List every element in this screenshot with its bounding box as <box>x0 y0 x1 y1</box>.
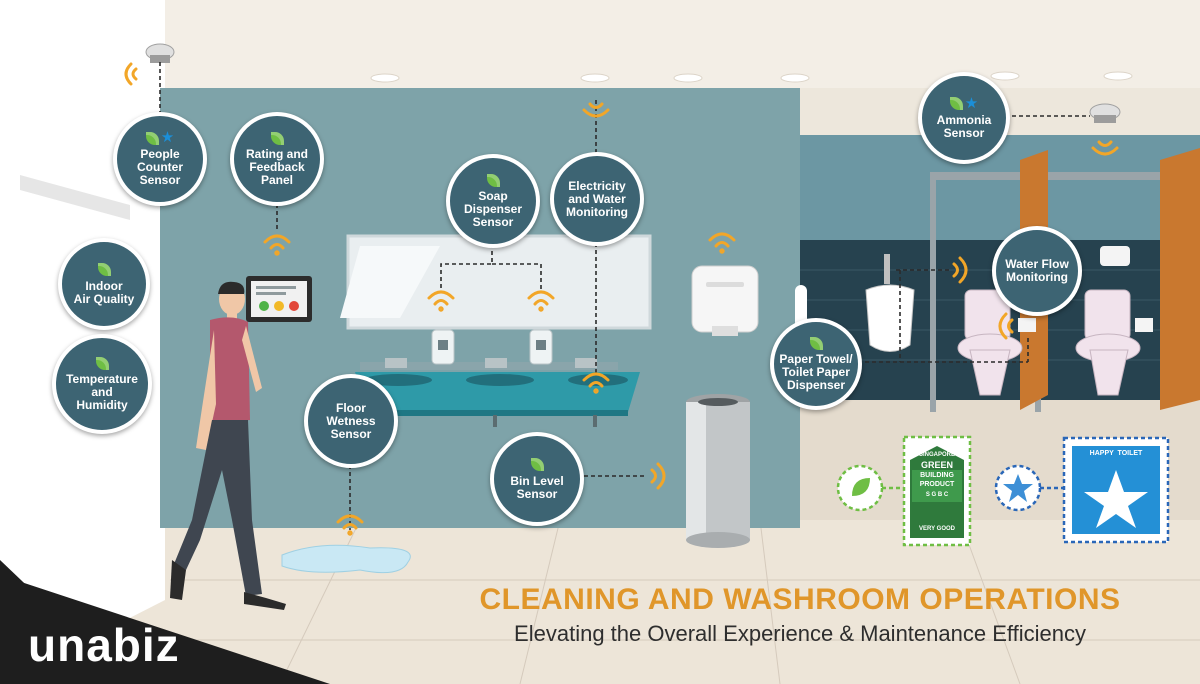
tissue-holder-1 <box>1018 318 1036 332</box>
leaf-icon <box>530 458 544 471</box>
indoor-air-quality-node: Indoor Air Quality <box>58 238 150 330</box>
soap-dispenser-1 <box>431 329 455 365</box>
wifi-signals <box>124 62 1119 536</box>
unabiz-logo: unabiz <box>28 619 180 671</box>
happy-toilet-text: HAPPY TOILET <box>1089 450 1143 457</box>
bin-level-sensor-node: Bin Level Sensor <box>490 432 584 526</box>
happy-toilet-badge <box>994 436 1170 544</box>
water-flow-monitoring-label: Water Flow Monitoring <box>1005 257 1069 284</box>
green-badge-rating: VERY GOOD <box>918 526 955 532</box>
headline-title: CLEANING AND WASHROOM OPERATIONS <box>479 583 1121 616</box>
star-icon: ★ <box>964 94 979 112</box>
tissue-holder-2 <box>1135 318 1153 332</box>
urinal <box>865 254 915 352</box>
stall-door-2 <box>1160 148 1200 410</box>
leaf-icon <box>97 263 111 276</box>
green-badge-line2: GREEN <box>920 460 953 470</box>
paper-towel-dispenser <box>691 265 759 336</box>
green-building-badge <box>836 435 972 547</box>
bin-level-sensor-label: Bin Level Sensor <box>510 473 564 501</box>
rating-feedback-panel-node: Rating and Feedback Panel <box>230 112 324 206</box>
leaf-icon <box>270 131 284 145</box>
temperature-humidity-node: Temperature and Humidity <box>52 334 152 434</box>
sink-basins <box>364 374 628 386</box>
floor-wetness-sensor-label: Floor Wetness Sensor <box>326 400 376 441</box>
headline-subtitle: Elevating the Overall Experience & Maint… <box>514 621 1086 646</box>
soap-dispenser-2 <box>529 329 553 365</box>
people-counter-sensor-label: People Counter Sensor <box>137 147 183 187</box>
stall-rail <box>930 172 1200 180</box>
toilet-2 <box>1075 289 1141 396</box>
leaf-icon <box>809 336 823 350</box>
water-puddle <box>281 544 411 574</box>
waste-bin <box>686 394 750 548</box>
ceiling-sensor-left <box>145 43 175 63</box>
electricity-water-monitoring-label: Electricity and Water Monitoring <box>566 178 628 219</box>
paper-towel-dispenser-label: Paper Towel/ Toilet Paper Dispenser <box>779 352 853 392</box>
rating-feedback-panel-label: Rating and Feedback Panel <box>246 147 308 187</box>
star-icon: ★ <box>160 129 175 146</box>
soap-dispenser-sensor-node: Soap Dispenser Sensor <box>446 154 540 248</box>
green-badge-line4: PRODUCT <box>919 481 955 488</box>
people-counter-sensor-node: ★ People Counter Sensor <box>113 112 207 206</box>
taps <box>385 358 597 368</box>
leaf-icon <box>949 97 963 110</box>
leaf-icon <box>486 173 500 187</box>
paper-towel-dispenser-node: Paper Towel/ Toilet Paper Dispenser <box>770 318 862 410</box>
left-wall-shelf <box>20 175 130 220</box>
temperature-humidity-label: Temperature and Humidity <box>66 372 138 412</box>
green-badge-line1: SINGAPORE <box>918 452 955 458</box>
person-figure <box>170 281 286 610</box>
ammonia-sensor-node: ★ Ammonia Sensor <box>918 72 1010 164</box>
ceiling-lights <box>370 71 1133 83</box>
water-flow-monitoring-node: Water Flow Monitoring <box>992 226 1082 316</box>
leaf-icon <box>95 356 109 370</box>
logo-banner <box>0 575 330 684</box>
floor-tiles <box>150 519 1200 684</box>
soap-dispenser-sensor-label: Soap Dispenser Sensor <box>463 189 523 229</box>
feedback-panel-device <box>246 276 312 322</box>
indoor-air-quality-label: Indoor Air Quality <box>73 278 135 306</box>
green-badge-line5: S G B C <box>925 492 949 498</box>
ceiling-sensor-right <box>1089 103 1121 123</box>
leaf-icon <box>145 131 159 145</box>
ammonia-sensor-label: Ammonia Sensor <box>936 112 992 140</box>
green-badge-line3: BUILDING <box>920 472 954 479</box>
connector-lines <box>159 62 1090 530</box>
electricity-water-monitoring-node: Electricity and Water Monitoring <box>550 152 644 246</box>
floor-wetness-sensor-node: Floor Wetness Sensor <box>304 374 398 468</box>
